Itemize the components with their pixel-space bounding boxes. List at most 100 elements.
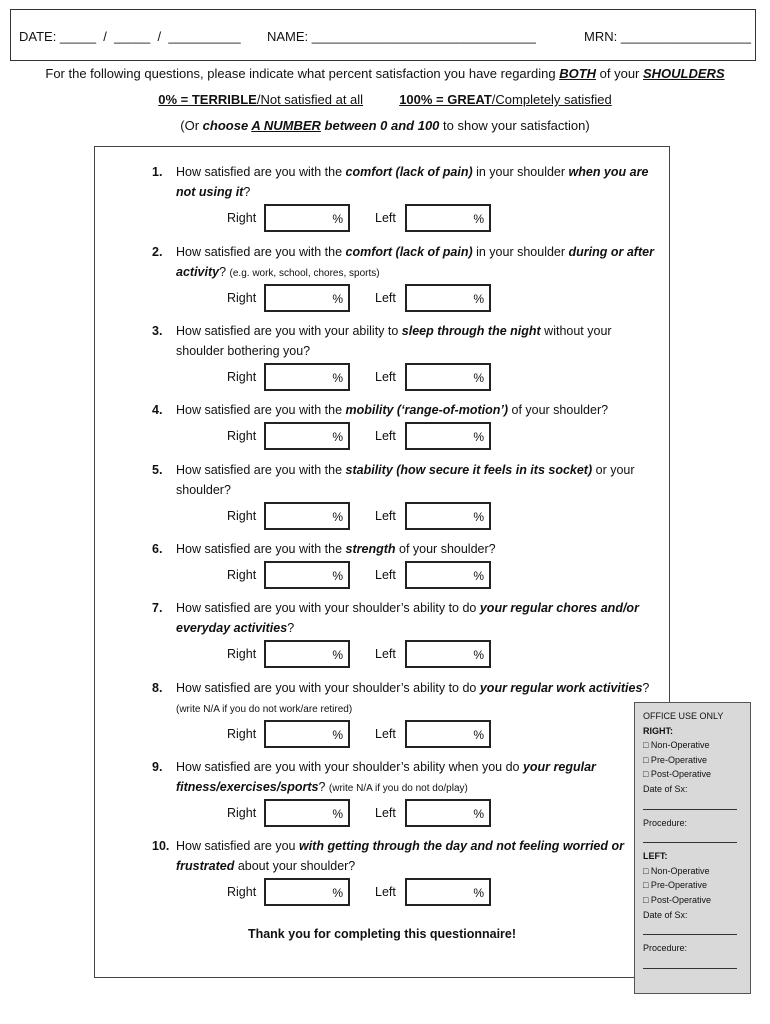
percent-sign: % xyxy=(473,648,484,662)
right-procedure-line[interactable] xyxy=(643,830,737,844)
right-percent-input-q4[interactable]: % xyxy=(264,422,350,450)
left-percent-input-q5[interactable]: % xyxy=(405,502,491,530)
left-percent-input-q2[interactable]: % xyxy=(405,284,491,312)
question-number: 6. xyxy=(152,542,163,556)
question-number: 2. xyxy=(152,245,163,259)
right-label: Right xyxy=(227,568,257,582)
left-label: Left xyxy=(375,429,396,443)
right-label: Right xyxy=(227,429,257,443)
question-number: 10. xyxy=(152,839,170,853)
percent-sign: % xyxy=(473,371,484,385)
percent-sign: % xyxy=(473,212,484,226)
office-right-heading: RIGHT: xyxy=(643,725,673,736)
mrn-field[interactable]: MRN: __________________ xyxy=(584,29,751,44)
right-post-operative-checkbox[interactable]: □ Post-Operative xyxy=(643,769,711,780)
right-percent-input-q2[interactable]: % xyxy=(264,284,350,312)
question-6: 6. How satisfied are you with the strengt… xyxy=(152,539,657,559)
right-non-operative-checkbox[interactable]: □ Non-Operative xyxy=(643,740,710,751)
question-text: How satisfied are you with the stability… xyxy=(176,463,635,497)
question-text: How satisfied are you with your shoulder… xyxy=(176,760,596,794)
left-label: Left xyxy=(375,727,396,741)
left-non-operative-checkbox[interactable]: □ Non-Operative xyxy=(643,865,710,876)
question-number: 8. xyxy=(152,681,163,695)
right-label: Right xyxy=(227,370,257,384)
left-label: Left xyxy=(375,291,396,305)
question-4: 4. How satisfied are you with the mobilit… xyxy=(152,400,657,420)
left-pre-operative-checkbox[interactable]: □ Pre-Operative xyxy=(643,880,707,891)
left-percent-input-q7[interactable]: % xyxy=(405,640,491,668)
left-label: Left xyxy=(375,806,396,820)
question-text: How satisfied are you with the strength … xyxy=(176,542,496,556)
right-procedure-label: Procedure: xyxy=(643,817,688,828)
right-percent-input-q1[interactable]: % xyxy=(264,204,350,232)
percent-sign: % xyxy=(473,886,484,900)
right-date-of-surgery-label: Date of Sx: xyxy=(643,783,688,794)
question-5: 5.How satisfied are you with the stabili… xyxy=(152,460,657,500)
left-percent-input-q8[interactable]: % xyxy=(405,720,491,748)
question-1: 1.How satisfied are you with the comfort… xyxy=(152,162,657,202)
percent-sign: % xyxy=(332,728,343,742)
question-text: How satisfied are you with the mobility … xyxy=(176,403,609,417)
percent-sign: % xyxy=(473,292,484,306)
left-procedure-line[interactable] xyxy=(643,956,737,969)
question-text: How satisfied are you with your ability … xyxy=(176,324,612,358)
left-label: Left xyxy=(375,509,396,523)
percent-sign: % xyxy=(332,212,343,226)
percent-sign: % xyxy=(473,510,484,524)
percent-sign: % xyxy=(473,728,484,742)
office-left-heading: LEFT: xyxy=(643,851,668,862)
thank-you-message: Thank you for completing this questionna… xyxy=(247,927,517,941)
percent-sign: % xyxy=(473,807,484,821)
percent-sign: % xyxy=(473,569,484,583)
left-date-of-surgery-line[interactable] xyxy=(643,922,737,936)
right-label: Right xyxy=(227,806,257,820)
instructions-line-3: (Or choose A NUMBER between 0 and 100 to… xyxy=(180,118,590,133)
question-number: 3. xyxy=(152,324,163,338)
left-percent-input-q10[interactable]: % xyxy=(405,878,491,906)
right-percent-input-q7[interactable]: % xyxy=(264,640,350,668)
right-percent-input-q9[interactable]: % xyxy=(264,799,350,827)
question-text: How satisfied are you with your shoulder… xyxy=(176,681,650,715)
left-date-of-surgery-label: Date of Sx: xyxy=(643,909,688,920)
right-percent-input-q5[interactable]: % xyxy=(264,502,350,530)
question-3: 3. How satisfied are you with your abilit… xyxy=(152,321,657,361)
right-pre-operative-checkbox[interactable]: □ Pre-Operative xyxy=(643,754,707,765)
right-percent-input-q10[interactable]: % xyxy=(264,878,350,906)
question-9: 9. How satisfied are you with your shoul… xyxy=(152,757,657,799)
question-text: How satisfied are you with getting throu… xyxy=(176,839,624,873)
left-label: Left xyxy=(375,647,396,661)
left-label: Left xyxy=(375,370,396,384)
right-percent-input-q6[interactable]: % xyxy=(264,561,350,589)
left-label: Left xyxy=(375,568,396,582)
question-number: 4. xyxy=(152,403,163,417)
name-field[interactable]: NAME: _______________________________ xyxy=(267,29,536,44)
percent-sign: % xyxy=(332,569,343,583)
question-8: 8. How satisfied are you with your should… xyxy=(152,678,657,720)
right-label: Right xyxy=(227,727,257,741)
percent-sign: % xyxy=(332,648,343,662)
left-percent-input-q6[interactable]: % xyxy=(405,561,491,589)
right-percent-input-q8[interactable]: % xyxy=(264,720,350,748)
left-label: Left xyxy=(375,211,396,225)
left-label: Left xyxy=(375,885,396,899)
right-label: Right xyxy=(227,291,257,305)
right-percent-input-q3[interactable]: % xyxy=(264,363,350,391)
date-field[interactable]: DATE: _____ / _____ / __________ xyxy=(19,29,241,44)
percent-sign: % xyxy=(473,430,484,444)
office-title: OFFICE USE ONLY xyxy=(643,711,724,721)
right-date-of-surgery-line[interactable] xyxy=(643,797,737,810)
left-post-operative-checkbox[interactable]: □ Post-Operative xyxy=(643,894,711,905)
question-10: 10. How satisfied are you with getting th… xyxy=(152,836,657,876)
question-2: 2.How satisfied are you with the comfort… xyxy=(152,242,657,284)
question-7: 7.How satisfied are you with your should… xyxy=(152,598,657,638)
percent-sign: % xyxy=(332,807,343,821)
instructions-line-1: For the following questions, please indi… xyxy=(45,66,725,81)
right-label: Right xyxy=(227,885,257,899)
percent-sign: % xyxy=(332,371,343,385)
left-percent-input-q1[interactable]: % xyxy=(405,204,491,232)
left-percent-input-q3[interactable]: % xyxy=(405,363,491,391)
left-procedure-label: Procedure: xyxy=(643,943,688,954)
left-percent-input-q4[interactable]: % xyxy=(405,422,491,450)
left-percent-input-q9[interactable]: % xyxy=(405,799,491,827)
percent-sign: % xyxy=(332,292,343,306)
